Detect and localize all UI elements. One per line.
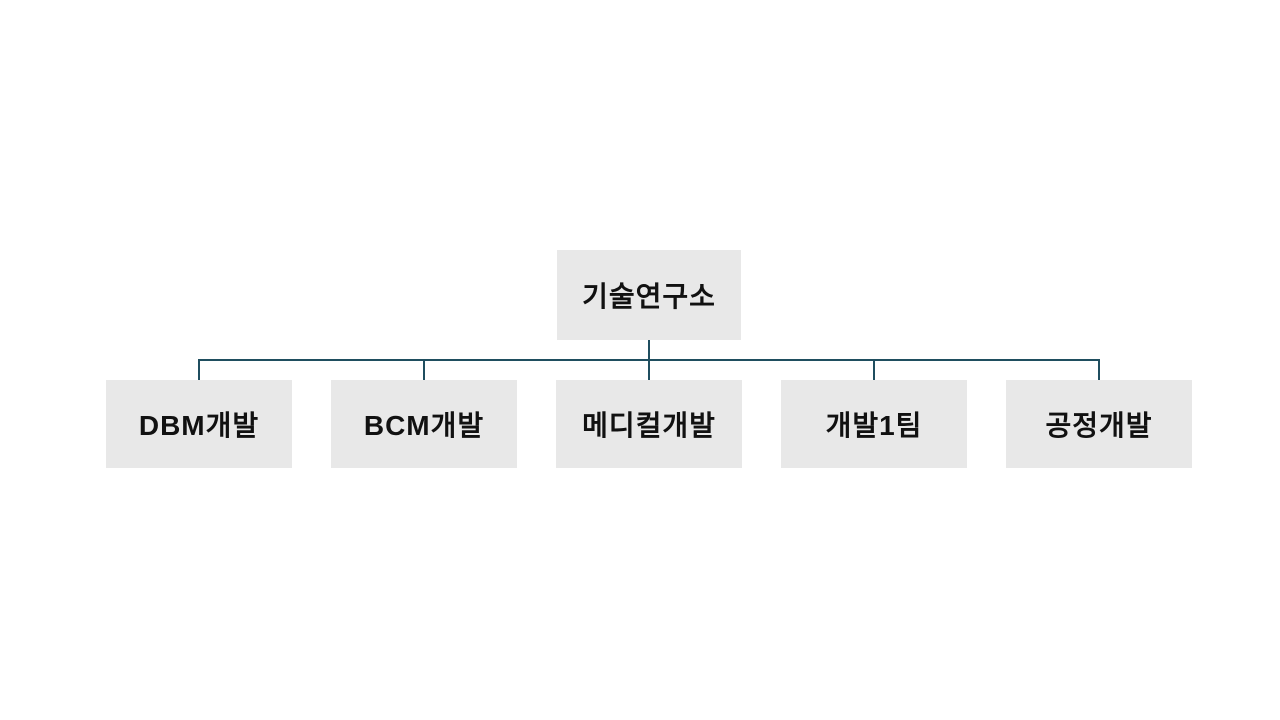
connector-child-stub-3	[648, 360, 650, 380]
org-node-root: 기술연구소	[557, 250, 741, 340]
org-node-child-5: 공정개발	[1006, 380, 1192, 468]
connector-child-stub-2	[423, 360, 425, 380]
org-node-child-3: 메디컬개발	[556, 380, 742, 468]
org-node-child-1: DBM개발	[106, 380, 292, 468]
connector-root-stub	[648, 340, 650, 360]
org-node-child-4: 개발1팀	[781, 380, 967, 468]
connector-child-stub-1	[198, 360, 200, 380]
connector-child-stub-4	[873, 360, 875, 380]
org-node-child-2: BCM개발	[331, 380, 517, 468]
connector-child-stub-5	[1098, 360, 1100, 380]
